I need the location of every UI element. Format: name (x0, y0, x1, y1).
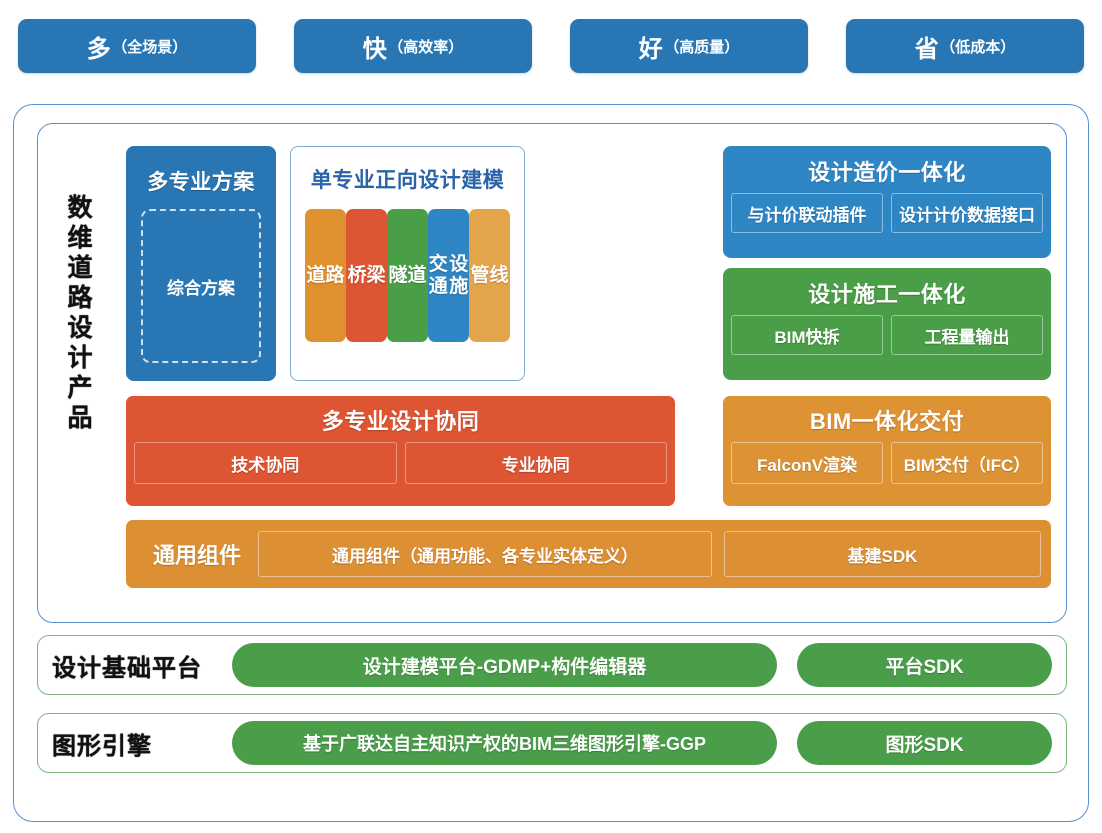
product-row-top: 多专业方案 综合方案 单专业正向设计建模 道路 桥梁 隧道 交通设施 管线 设计… (126, 146, 1051, 381)
collaboration-sub-0[interactable]: 技术协同 (134, 442, 397, 484)
platform-sdk[interactable]: 平台SDK (797, 643, 1052, 687)
bim-delivery-card[interactable]: BIM一体化交付 FalconV渲染 BIM交付（IFC） (723, 396, 1051, 506)
collaboration-subitems: 技术协同 专业协同 (126, 436, 675, 484)
slogan-row: 多 （全场景） 快 （高效率） 好 （高质量） 省 （低成本） (0, 0, 1102, 92)
bim-delivery-subitems: FalconV渲染 BIM交付（IFC） (723, 436, 1051, 484)
slogan-button-2[interactable]: 好 （高质量） (570, 19, 808, 73)
graphics-engine-row: 图形引擎 基于广联达自主知识产权的BIM三维图形引擎-GGP 图形SDK (37, 713, 1067, 773)
product-section-label: 数维道路设计产品 (64, 194, 92, 434)
collaboration-title: 多专业设计协同 (321, 409, 480, 434)
product-section-frame: 数维道路设计产品 多专业方案 综合方案 单专业正向设计建模 道路 桥梁 隧道 交… (37, 123, 1067, 623)
graphics-engine-main[interactable]: 基于广联达自主知识产权的BIM三维图形引擎-GGP (232, 721, 777, 765)
graphics-engine-label: 图形引擎 (52, 732, 152, 760)
design-construction-sub-0[interactable]: BIM快拆 (731, 315, 883, 355)
discipline-card-traffic-facility[interactable]: 交通设施 (428, 209, 469, 342)
slogan-big-char: 快 (362, 35, 388, 63)
discipline-card-road[interactable]: 道路 (305, 209, 346, 342)
design-construction-subitems: BIM快拆 工程量输出 (723, 309, 1051, 355)
slogan-sub-text: （高效率） (388, 38, 464, 56)
discipline-card-tunnel[interactable]: 隧道 (387, 209, 428, 342)
design-construction-integration-card[interactable]: 设计施工一体化 BIM快拆 工程量输出 (723, 268, 1051, 380)
graphics-sdk[interactable]: 图形SDK (797, 721, 1052, 765)
slogan-button-3[interactable]: 省 （低成本） (846, 19, 1084, 73)
slogan-sub-text: （全场景） (112, 38, 188, 56)
multi-discipline-collaboration-card[interactable]: 多专业设计协同 技术协同 专业协同 (126, 396, 675, 506)
discipline-card-row: 道路 桥梁 隧道 交通设施 管线 (291, 209, 524, 342)
slogan-big-char: 好 (638, 35, 664, 63)
multi-discipline-plan-title: 多专业方案 (147, 171, 255, 194)
discipline-card-pipeline[interactable]: 管线 (469, 209, 510, 342)
design-base-platform-label: 设计基础平台 (52, 654, 202, 682)
slogan-button-1[interactable]: 快 （高效率） (294, 19, 532, 73)
infrastructure-sdk[interactable]: 基建SDK (724, 531, 1041, 577)
design-cost-integration-card[interactable]: 设计造价一体化 与计价联动插件 设计计价数据接口 (723, 146, 1051, 258)
single-discipline-frame: 单专业正向设计建模 道路 桥梁 隧道 交通设施 管线 (290, 146, 525, 381)
design-construction-sub-1[interactable]: 工程量输出 (891, 315, 1043, 355)
comprehensive-plan-box[interactable]: 综合方案 (141, 209, 261, 363)
slogan-button-0[interactable]: 多 （全场景） (18, 19, 256, 73)
design-construction-integration-title: 设计施工一体化 (808, 282, 966, 307)
bim-delivery-sub-0[interactable]: FalconV渲染 (731, 442, 883, 484)
design-base-platform-row: 设计基础平台 设计建模平台-GDMP+构件编辑器 平台SDK (37, 635, 1067, 695)
slogan-sub-text: （高质量） (664, 38, 740, 56)
bim-delivery-sub-1[interactable]: BIM交付（IFC） (891, 442, 1043, 484)
slogan-big-char: 省 (914, 35, 940, 63)
design-cost-sub-0[interactable]: 与计价联动插件 (731, 193, 883, 233)
architecture-outer-frame: 数维道路设计产品 多专业方案 综合方案 单专业正向设计建模 道路 桥梁 隧道 交… (13, 104, 1089, 822)
common-components-row[interactable]: 通用组件 通用组件（通用功能、各专业实体定义） 基建SDK (126, 520, 1051, 588)
single-discipline-title: 单专业正向设计建模 (310, 169, 505, 192)
slogan-big-char: 多 (86, 35, 112, 63)
design-cost-integration-title: 设计造价一体化 (808, 160, 966, 185)
design-cost-sub-1[interactable]: 设计计价数据接口 (891, 193, 1043, 233)
collaboration-sub-1[interactable]: 专业协同 (404, 442, 667, 484)
design-base-platform-main[interactable]: 设计建模平台-GDMP+构件编辑器 (232, 643, 777, 687)
common-components-main[interactable]: 通用组件（通用功能、各专业实体定义） (258, 531, 712, 577)
multi-discipline-plan-card[interactable]: 多专业方案 综合方案 (126, 146, 276, 381)
slogan-sub-text: （低成本） (940, 38, 1016, 56)
common-components-label: 通用组件 (152, 543, 241, 568)
discipline-card-bridge[interactable]: 桥梁 (346, 209, 387, 342)
design-cost-subitems: 与计价联动插件 设计计价数据接口 (723, 187, 1051, 233)
bim-delivery-title: BIM一体化交付 (809, 409, 965, 434)
